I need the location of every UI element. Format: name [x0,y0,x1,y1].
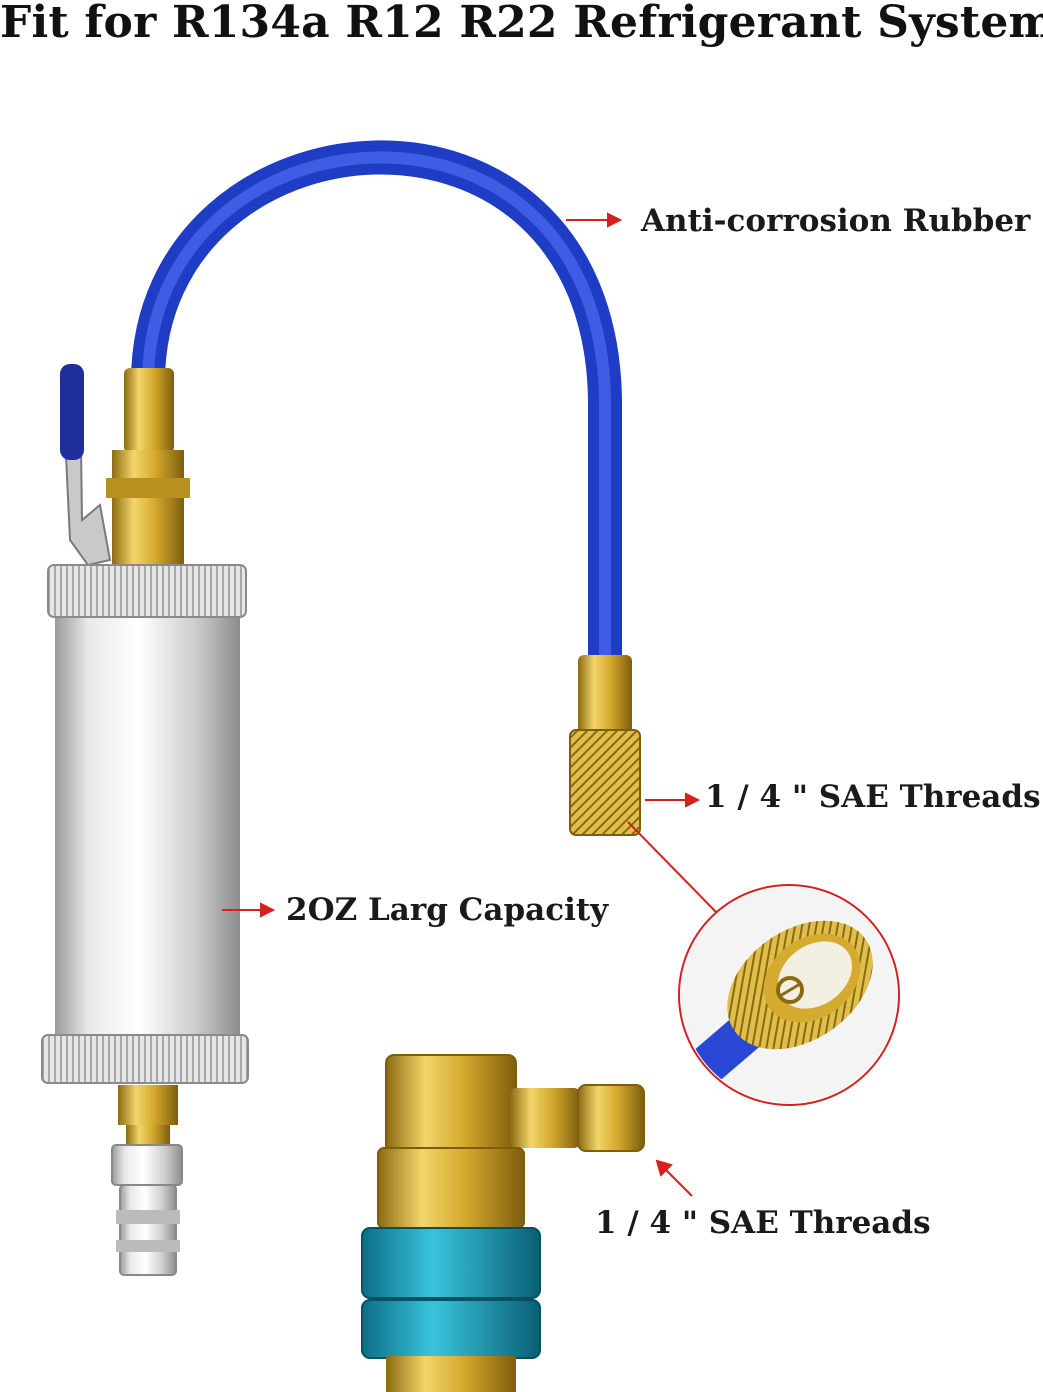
hose-brass-fitting [578,655,632,735]
callout-capacity: 2OZ Larg Capacity [286,892,609,928]
callout-sae-threads-bottom: 1 / 4 " SAE Threads [595,1205,931,1241]
callout-sae-threads-top: 1 / 4 " SAE Threads [705,779,1041,815]
brass-valve [124,368,174,453]
oil-cylinder [55,615,240,1045]
r134a-coupler [361,1054,645,1392]
page-title: Fit for R134a R12 R22 Refrigerant System [0,0,1043,48]
callout-hose: Anti-corrosion Rubber [641,203,1031,239]
